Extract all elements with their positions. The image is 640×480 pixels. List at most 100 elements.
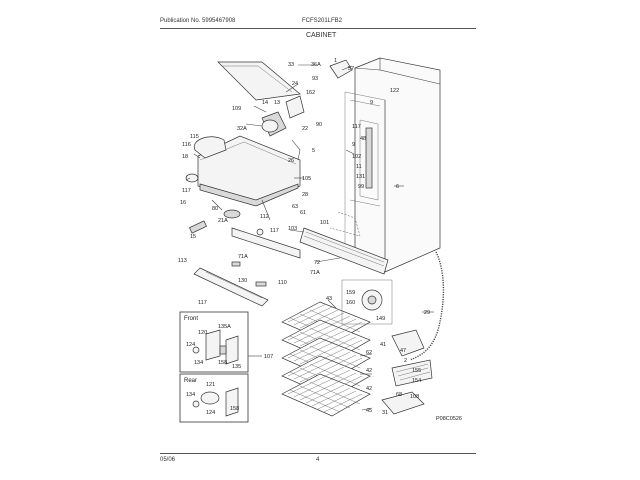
top-cover — [217, 59, 353, 171]
publication-number: Publication No. 5995467908 — [160, 18, 236, 24]
callout-159: 159 — [346, 290, 355, 296]
rear-hinge-inset — [179, 373, 249, 423]
callout-99: 99 — [358, 184, 364, 190]
rear-label-158: 158 — [230, 406, 239, 412]
callout-32a: 32A — [237, 126, 247, 132]
callout-71a-a: 71A — [238, 254, 248, 260]
cabinet-shell — [329, 57, 441, 273]
callout-11: 11 — [356, 164, 362, 170]
callout-101: 101 — [320, 220, 329, 226]
front-inset-labels: Front 135A 120 124 134 158 135 — [184, 316, 241, 370]
callout-24: 24 — [292, 81, 298, 87]
front-label-158: 158 — [218, 360, 227, 366]
callout-43: 43 — [326, 296, 332, 302]
callout-90: 90 — [316, 122, 322, 128]
callout-2: 2 — [404, 358, 407, 364]
callout-117-c: 117 — [270, 228, 279, 234]
callout-42-a: 42 — [366, 368, 372, 374]
callout-102: 102 — [352, 154, 361, 160]
wire-shelves — [281, 301, 371, 417]
callout-117-a: 117 — [352, 124, 361, 130]
callout-122: 122 — [390, 88, 399, 94]
callout-160: 160 — [346, 300, 355, 306]
front-label-135: 135 — [232, 364, 241, 370]
callout-9: 9 — [370, 100, 373, 106]
footer-date: 05/06 — [160, 457, 176, 463]
callout-1: 1 — [334, 58, 337, 64]
callout-9-b: 9 — [352, 142, 355, 148]
callout-48: 48 — [360, 136, 366, 142]
header-rule — [160, 28, 476, 29]
bottom-right-parts — [381, 329, 433, 415]
front-grille — [299, 227, 389, 275]
front-label-135a: 135A — [218, 324, 231, 330]
callout-13: 13 — [274, 100, 280, 106]
callout-21a: 21A — [218, 218, 228, 224]
callout-108: 108 — [410, 394, 419, 400]
callout-5: 5 — [312, 148, 315, 154]
callout-109: 109 — [232, 106, 241, 112]
callout-6: 6 — [396, 184, 399, 190]
callout-71a-b: 71A — [310, 270, 320, 276]
leader-lines — [185, 64, 434, 411]
callout-105: 105 — [302, 176, 311, 182]
callout-61: 61 — [300, 210, 306, 216]
evaporator-duct — [185, 135, 301, 221]
callout-113: 113 — [178, 258, 187, 264]
callout-117-b: 117 — [182, 188, 191, 194]
rear-label-124: 124 — [206, 410, 215, 416]
front-label-134: 134 — [194, 360, 203, 366]
callout-36a: 36A — [311, 62, 321, 68]
small-parts-left — [189, 220, 301, 307]
callout-42-b: 42 — [366, 386, 372, 392]
power-cord — [409, 251, 445, 361]
callout-72: 72 — [314, 260, 320, 266]
callout-110: 110 — [278, 280, 287, 286]
callout-labels: 33 36A 1 57 24 93 162 14 13 9 122 109 90… — [178, 58, 430, 416]
callout-28: 28 — [302, 192, 308, 198]
page-number: 4 — [316, 457, 320, 463]
callout-16: 16 — [180, 200, 186, 206]
callout-45: 45 — [366, 408, 372, 414]
callout-22: 22 — [302, 126, 308, 132]
callout-31: 31 — [382, 410, 388, 416]
callout-107: 107 — [264, 354, 273, 360]
callout-130: 130 — [238, 278, 247, 284]
front-label-120: 120 — [198, 330, 207, 336]
callout-112: 112 — [260, 214, 269, 220]
callout-33: 33 — [288, 62, 294, 68]
callout-117-d: 117 — [198, 300, 207, 306]
callout-57: 57 — [348, 66, 354, 72]
rear-inset-labels: Rear 121 134 124 158 — [184, 378, 239, 416]
footer-rule — [160, 453, 476, 454]
callout-162: 162 — [306, 90, 315, 96]
callout-41: 41 — [380, 342, 386, 348]
callout-115: 115 — [190, 134, 199, 140]
callout-68: 68 — [396, 392, 402, 398]
callout-103: 103 — [288, 226, 297, 232]
callout-26: 26 — [288, 158, 294, 164]
callout-14: 14 — [262, 100, 268, 106]
callout-155: 155 — [412, 368, 421, 374]
callout-116: 116 — [182, 142, 191, 148]
callout-154: 154 — [412, 378, 421, 384]
callout-62: 62 — [366, 350, 372, 356]
callout-149: 149 — [376, 316, 385, 322]
fan-motor-inset — [341, 279, 393, 325]
rear-label-134: 134 — [186, 392, 195, 398]
callout-18: 18 — [182, 154, 188, 160]
rear-inset-title: Rear — [184, 378, 197, 384]
front-inset-title: Front — [184, 316, 198, 322]
section-title: CABINET — [306, 32, 337, 39]
callout-80: 80 — [212, 206, 218, 212]
model-number: FCFS201LFB2 — [302, 18, 343, 24]
callout-93: 93 — [312, 76, 318, 82]
rear-label-121: 121 — [206, 382, 215, 388]
callout-63: 63 — [292, 204, 298, 210]
callout-15: 15 — [190, 234, 196, 240]
front-hinge-inset — [179, 311, 249, 373]
callout-29: 29 — [424, 310, 430, 316]
callout-131: 131 — [356, 174, 365, 180]
front-label-124: 124 — [186, 342, 195, 348]
